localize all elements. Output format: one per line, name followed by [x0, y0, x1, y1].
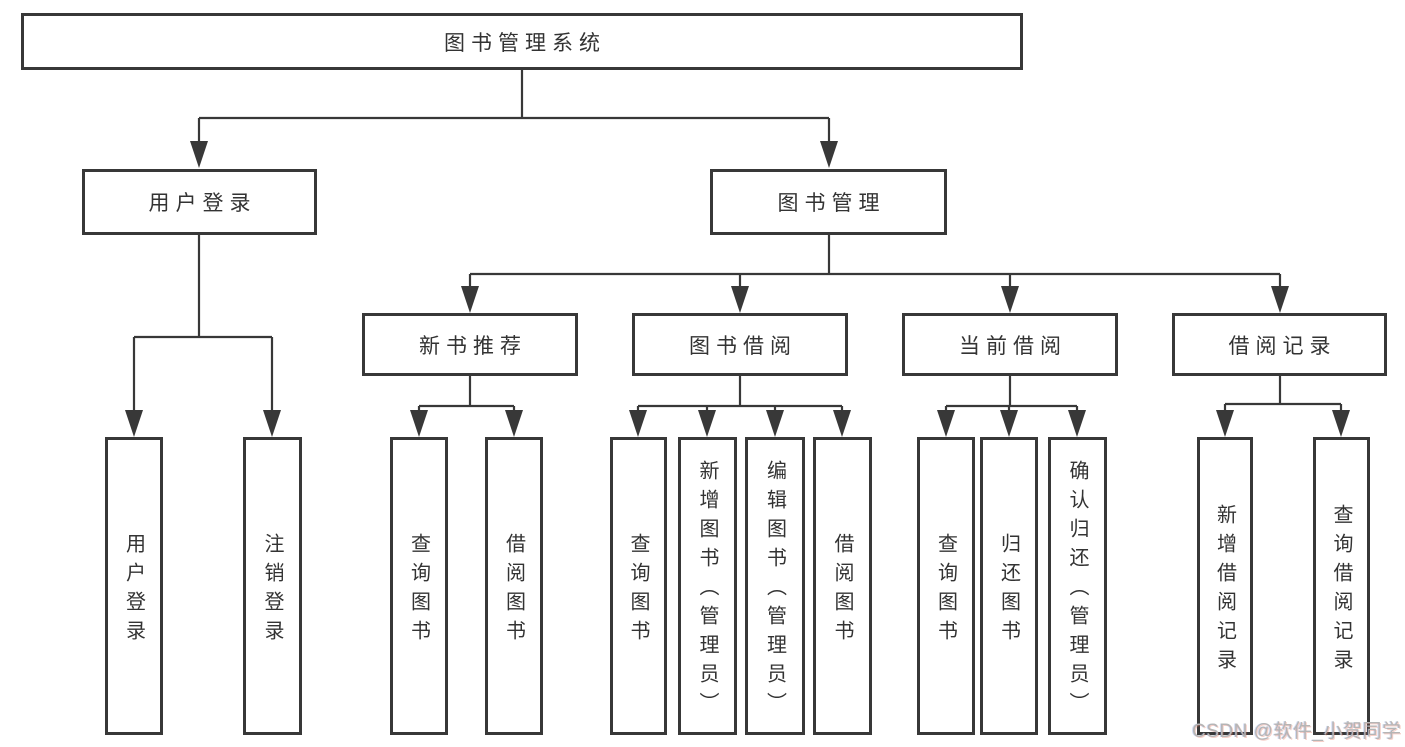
node-current-borrow: 当前借阅 — [902, 313, 1118, 376]
leaf-query-books-borrow-label: 查询图书 — [627, 532, 649, 649]
leaf-query-borrow-record: 查询借阅记录 — [1313, 437, 1370, 735]
node-root: 图书管理系统 — [21, 13, 1023, 70]
leaf-query-borrow-record-label: 查询借阅记录 — [1330, 503, 1352, 678]
connector-book-borrow-to-leaves — [629, 376, 851, 437]
node-new-book-recommend-label: 新书推荐 — [419, 334, 527, 358]
leaf-edit-book-admin: 编辑图书（管理员） — [745, 437, 805, 735]
leaf-query-books-recommend: 查询图书 — [390, 437, 448, 735]
node-borrow-records-label: 借阅记录 — [1228, 334, 1337, 358]
leaf-edit-book-admin-label: 编辑图书（管理员） — [763, 460, 786, 721]
leaf-query-books-current: 查询图书 — [917, 437, 975, 735]
connector-new-book-to-leaves — [410, 376, 523, 437]
node-root-label: 图书管理系统 — [444, 31, 606, 55]
leaf-query-books-borrow: 查询图书 — [610, 437, 667, 735]
connector-user-login-to-leaves — [125, 235, 281, 437]
leaf-borrow-books: 借阅图书 — [813, 437, 872, 735]
leaf-logout: 注销登录 — [243, 437, 302, 735]
leaf-borrow-books-recommend: 借阅图书 — [485, 437, 543, 735]
leaf-logout-label: 注销登录 — [261, 532, 283, 649]
connector-current-borrow-to-leaves — [937, 376, 1086, 437]
node-book-borrow: 图书借阅 — [632, 313, 848, 376]
leaf-add-borrow-record-label: 新增借阅记录 — [1213, 503, 1236, 678]
leaf-query-books-recommend-label: 查询图书 — [407, 532, 430, 649]
leaf-confirm-return-admin: 确认归还（管理员） — [1048, 437, 1107, 735]
leaf-add-book-admin-label: 新增图书（管理员） — [696, 460, 718, 721]
leaf-return-book: 归还图书 — [980, 437, 1038, 735]
csdn-watermark: CSDN @软件_小贺同学 — [1192, 721, 1402, 742]
node-new-book-recommend: 新书推荐 — [362, 313, 578, 376]
leaf-add-borrow-record: 新增借阅记录 — [1197, 437, 1253, 735]
node-user-login: 用户登录 — [82, 169, 317, 235]
leaf-add-book-admin: 新增图书（管理员） — [678, 437, 737, 735]
connector-root-to-level2 — [190, 70, 838, 168]
leaf-borrow-books-recommend-label: 借阅图书 — [502, 532, 525, 649]
node-book-borrow-label: 图书借阅 — [689, 334, 797, 358]
leaf-query-books-current-label: 查询图书 — [934, 532, 957, 649]
node-user-login-label: 用户登录 — [148, 192, 257, 215]
leaf-user-login-label: 用户登录 — [122, 532, 145, 649]
leaf-confirm-return-admin-label: 确认归还（管理员） — [1066, 460, 1088, 721]
leaf-user-login: 用户登录 — [105, 437, 163, 735]
leaf-return-book-label: 归还图书 — [997, 532, 1020, 649]
connector-book-management-to-level3 — [461, 235, 1289, 313]
node-book-management: 图书管理 — [710, 169, 947, 235]
node-borrow-records: 借阅记录 — [1172, 313, 1387, 376]
node-current-borrow-label: 当前借阅 — [959, 334, 1067, 358]
node-book-management-label: 图书管理 — [777, 192, 886, 215]
connector-borrow-record-to-leaves — [1216, 376, 1350, 437]
leaf-borrow-books-label: 借阅图书 — [831, 532, 853, 649]
